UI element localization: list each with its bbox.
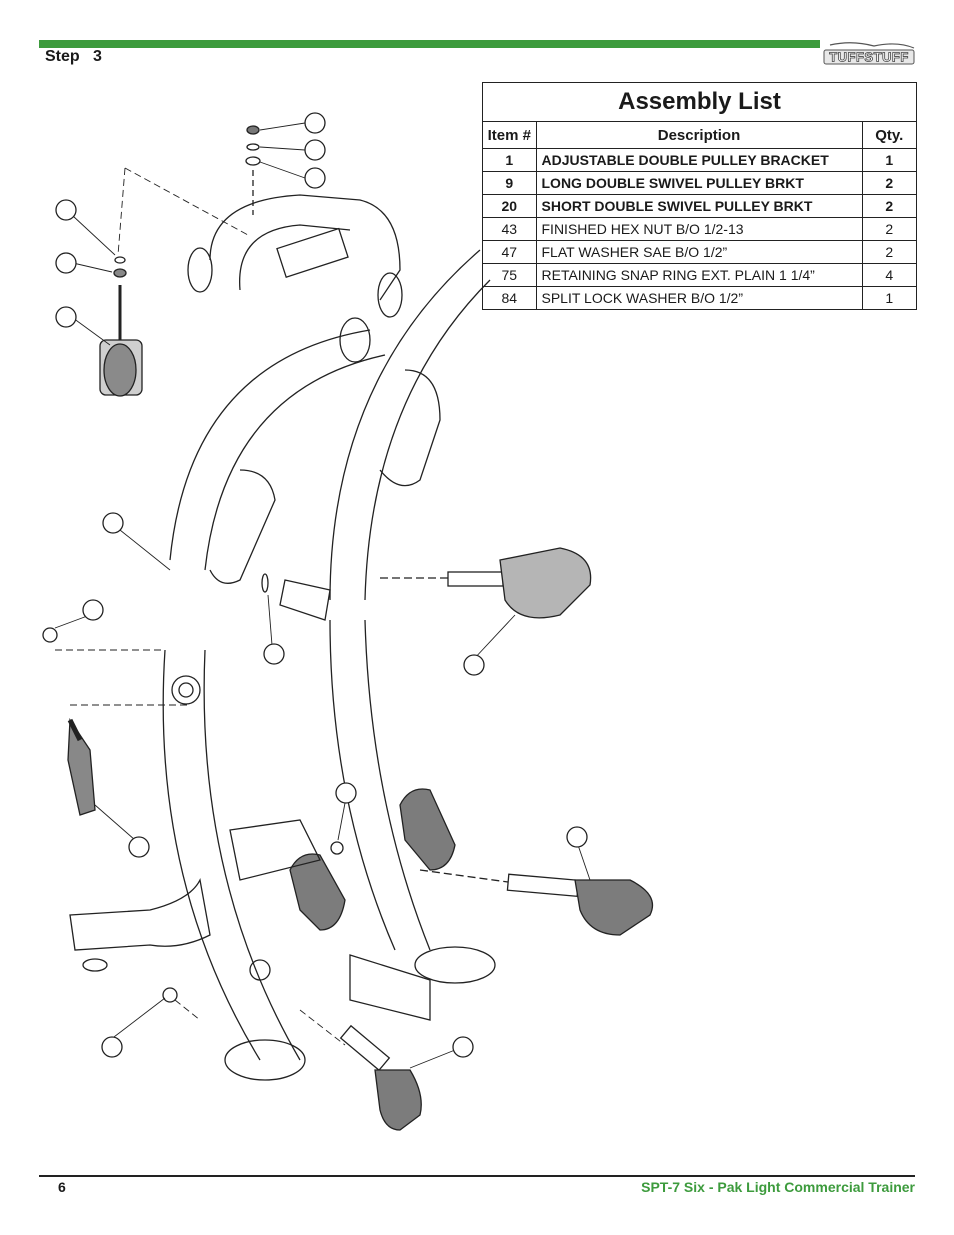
base-frame-left — [69, 877, 211, 951]
item-qty: 2 — [862, 217, 916, 241]
table-row: 9 LONG DOUBLE SWIVEL PULLEY BRKT 2 — [483, 171, 916, 195]
right-frame-outer — [329, 249, 481, 601]
item-qty: 2 — [862, 171, 916, 195]
left-handle — [209, 469, 276, 584]
left-pulley-bracket — [67, 718, 96, 816]
item-number: 84 — [483, 286, 537, 309]
step-number: 3 — [93, 48, 102, 65]
assembly-list: Assembly List Item # Description Qty. 1 … — [482, 82, 917, 310]
item-number: 47 — [483, 240, 537, 264]
foot-pedal-left — [289, 853, 346, 931]
leader-lines — [54, 122, 591, 1069]
item-description: SPLIT LOCK WASHER B/O 1/2” — [536, 286, 863, 309]
left-frame-arch-inner — [204, 354, 386, 571]
assembly-list-title: Assembly List — [483, 83, 916, 122]
right-frame-lower-inner — [364, 619, 431, 951]
item-qty: 2 — [862, 240, 916, 264]
column-header-qty: Qty. — [862, 122, 916, 149]
item-description: FLAT WASHER SAE B/O 1/2” — [536, 240, 863, 264]
tuffstuff-logo: TUFFSTUFF — [823, 42, 915, 65]
item-number: 20 — [483, 194, 537, 218]
table-row: 20 SHORT DOUBLE SWIVEL PULLEY BRKT 2 — [483, 194, 916, 218]
table-row: 1 ADJUSTABLE DOUBLE PULLEY BRACKET 1 — [483, 148, 916, 172]
item-number: 9 — [483, 171, 537, 195]
item-number: 1 — [483, 148, 537, 172]
swivel-plate-lower — [374, 1069, 422, 1131]
assembly-table: Item # Description Qty. 1 ADJUSTABLE DOU… — [483, 122, 916, 309]
item-description: RETAINING SNAP RING EXT. PLAIN 1 1/4” — [536, 263, 863, 287]
table-row: 84 SPLIT LOCK WASHER B/O 1/2” 1 — [483, 286, 916, 309]
page-number: 6 — [58, 1179, 66, 1195]
swivel-plate-right-lower — [574, 879, 654, 936]
item-description: FINISHED HEX NUT B/O 1/2-13 — [536, 217, 863, 241]
step-heading: Step 3 — [45, 48, 102, 66]
top-bracket — [209, 194, 401, 301]
table-row: 47 FLAT WASHER SAE B/O 1/2” 2 — [483, 240, 916, 264]
logo-text: TUFFSTUFF — [829, 50, 909, 65]
item-number: 75 — [483, 263, 537, 287]
callout-circles — [55, 112, 588, 1058]
column-header-item: Item # — [483, 122, 537, 149]
left-frame-outer — [162, 649, 261, 1061]
item-description: SHORT DOUBLE SWIVEL PULLEY BRKT — [536, 194, 863, 218]
step-label: Step — [45, 48, 80, 65]
pulley-bracket-plate — [276, 227, 349, 278]
item-qty: 1 — [862, 148, 916, 172]
footer-rule — [39, 1175, 915, 1177]
item-number: 43 — [483, 217, 537, 241]
item-description: ADJUSTABLE DOUBLE PULLEY BRACKET — [536, 148, 863, 172]
table-row: 75 RETAINING SNAP RING EXT. PLAIN 1 1/4”… — [483, 263, 916, 287]
right-handle — [379, 369, 441, 487]
item-description: LONG DOUBLE SWIVEL PULLEY BRKT — [536, 171, 863, 195]
item-qty: 4 — [862, 263, 916, 287]
foot-pedal-right — [399, 788, 456, 871]
swivel-shaft-right-lower — [506, 873, 580, 897]
header-accent-bar — [39, 40, 820, 48]
manual-title: SPT-7 Six - Pak Light Commercial Trainer — [641, 1179, 915, 1195]
swivel-shaft-lower — [339, 1024, 391, 1072]
item-qty: 2 — [862, 194, 916, 218]
assembly-diagram — [42, 112, 654, 1131]
swivel-shaft-right-upper — [447, 571, 504, 587]
swivel-plate-right-upper — [499, 547, 592, 619]
right-frame-inner — [364, 279, 491, 601]
left-frame-inner — [203, 649, 301, 1061]
left-frame-arch — [169, 329, 371, 561]
table-row: 43 FINISHED HEX NUT B/O 1/2-13 2 — [483, 217, 916, 241]
item-qty: 1 — [862, 286, 916, 309]
